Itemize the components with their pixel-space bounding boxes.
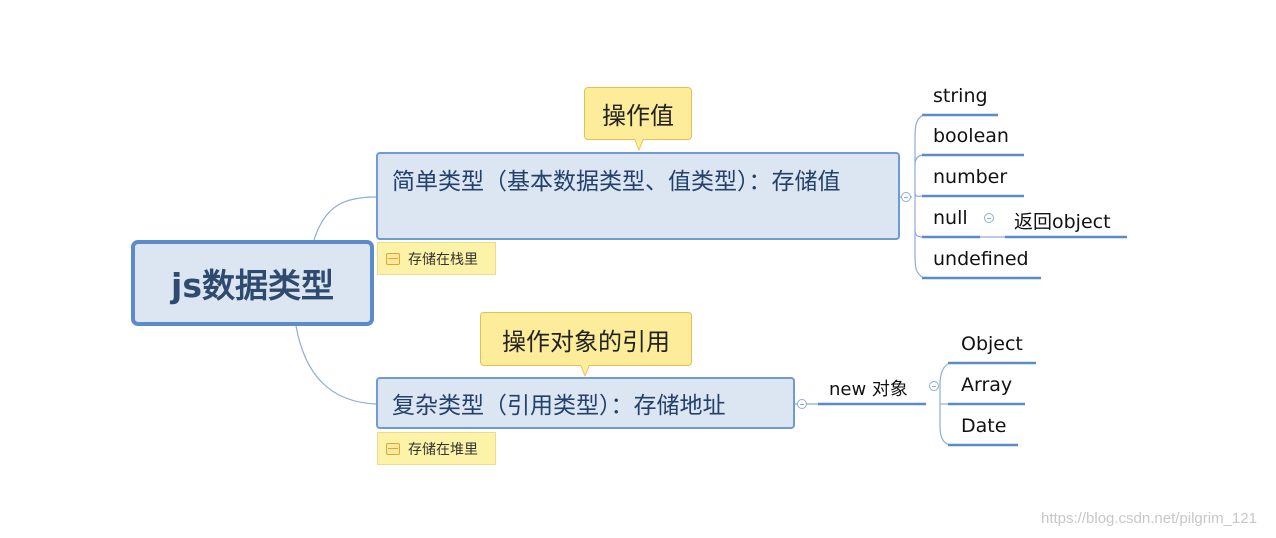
root-topic-label: js数据类型 — [171, 266, 334, 305]
leaf-undefined[interactable]: undefined — [933, 248, 1029, 270]
callout-simple-label: 操作值 — [602, 102, 674, 130]
leaf-date[interactable]: Date — [961, 415, 1007, 437]
topic-simple-type-label: 简单类型（基本数据类型、值类型）：存储值 — [392, 169, 841, 195]
note-icon — [386, 442, 400, 455]
topic-complex-type[interactable]: 复杂类型（引用类型）：存储地址 — [376, 377, 795, 429]
topic-simple-type[interactable]: 简单类型（基本数据类型、值类型）：存储值 — [376, 152, 900, 240]
leaf-boolean[interactable]: boolean — [933, 125, 1009, 147]
note-simple-label: 存储在栈里 — [408, 251, 478, 268]
collapse-toggle-icon[interactable] — [901, 192, 911, 202]
note-complex-label: 存储在堆里 — [408, 441, 478, 458]
note-complex[interactable]: 存储在堆里 — [377, 432, 496, 465]
collapse-toggle-icon[interactable] — [984, 213, 994, 223]
note-simple[interactable]: 存储在栈里 — [377, 242, 496, 275]
topic-complex-type-label: 复杂类型（引用类型）：存储地址 — [392, 393, 726, 419]
connector-new-object[interactable]: new 对象 — [829, 379, 908, 400]
root-topic[interactable]: js数据类型 — [131, 240, 374, 326]
leaf-null[interactable]: null — [933, 207, 968, 229]
leaf-object[interactable]: Object — [961, 333, 1023, 355]
callout-complex[interactable]: 操作对象的引用 — [480, 312, 692, 377]
leaf-number[interactable]: number — [933, 166, 1008, 188]
leaf-array[interactable]: Array — [961, 374, 1013, 396]
collapse-toggle-icon[interactable] — [929, 381, 939, 391]
note-icon — [386, 252, 400, 265]
collapse-toggle-icon[interactable] — [797, 399, 807, 409]
callout-simple[interactable]: 操作值 — [584, 87, 692, 151]
callout-complex-label: 操作对象的引用 — [502, 327, 670, 356]
leaf-string[interactable]: string — [933, 85, 988, 107]
watermark: https://blog.csdn.net/pilgrim_121 — [1041, 510, 1257, 527]
leaf-null-child[interactable]: 返回object — [1014, 211, 1111, 233]
